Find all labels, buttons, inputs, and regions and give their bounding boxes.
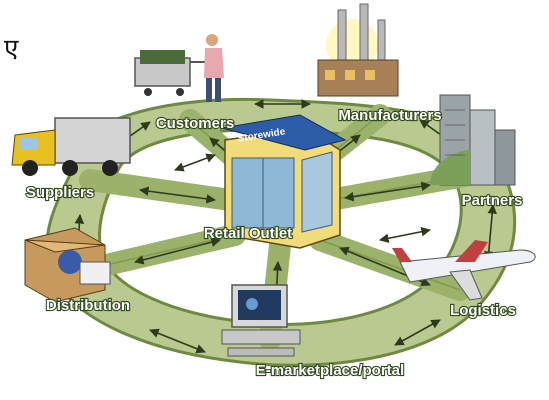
label-retail-outlet: Retail Outlet bbox=[204, 225, 292, 242]
label-partners: Partners bbox=[462, 192, 523, 209]
label-manufacturers: Manufacturers bbox=[338, 107, 441, 124]
customer-shopper-icon bbox=[134, 34, 224, 102]
flow-arrows bbox=[73, 99, 497, 354]
label-customers: Customers bbox=[156, 115, 234, 132]
corner-character: ए bbox=[4, 34, 19, 64]
label-suppliers: Suppliers bbox=[26, 184, 94, 201]
factory-icon bbox=[317, 3, 399, 97]
computer-icon bbox=[221, 284, 301, 357]
office-buildings-icon bbox=[430, 94, 516, 186]
label-distribution: Distribution bbox=[46, 297, 130, 314]
truck-icon bbox=[11, 117, 131, 176]
boxes-icon bbox=[24, 227, 111, 303]
airplane-icon bbox=[392, 240, 536, 301]
label-emarketplace: E-marketplace/portal bbox=[256, 362, 404, 379]
storefront-icon bbox=[221, 114, 347, 249]
label-logistics: Logistics bbox=[450, 302, 516, 319]
